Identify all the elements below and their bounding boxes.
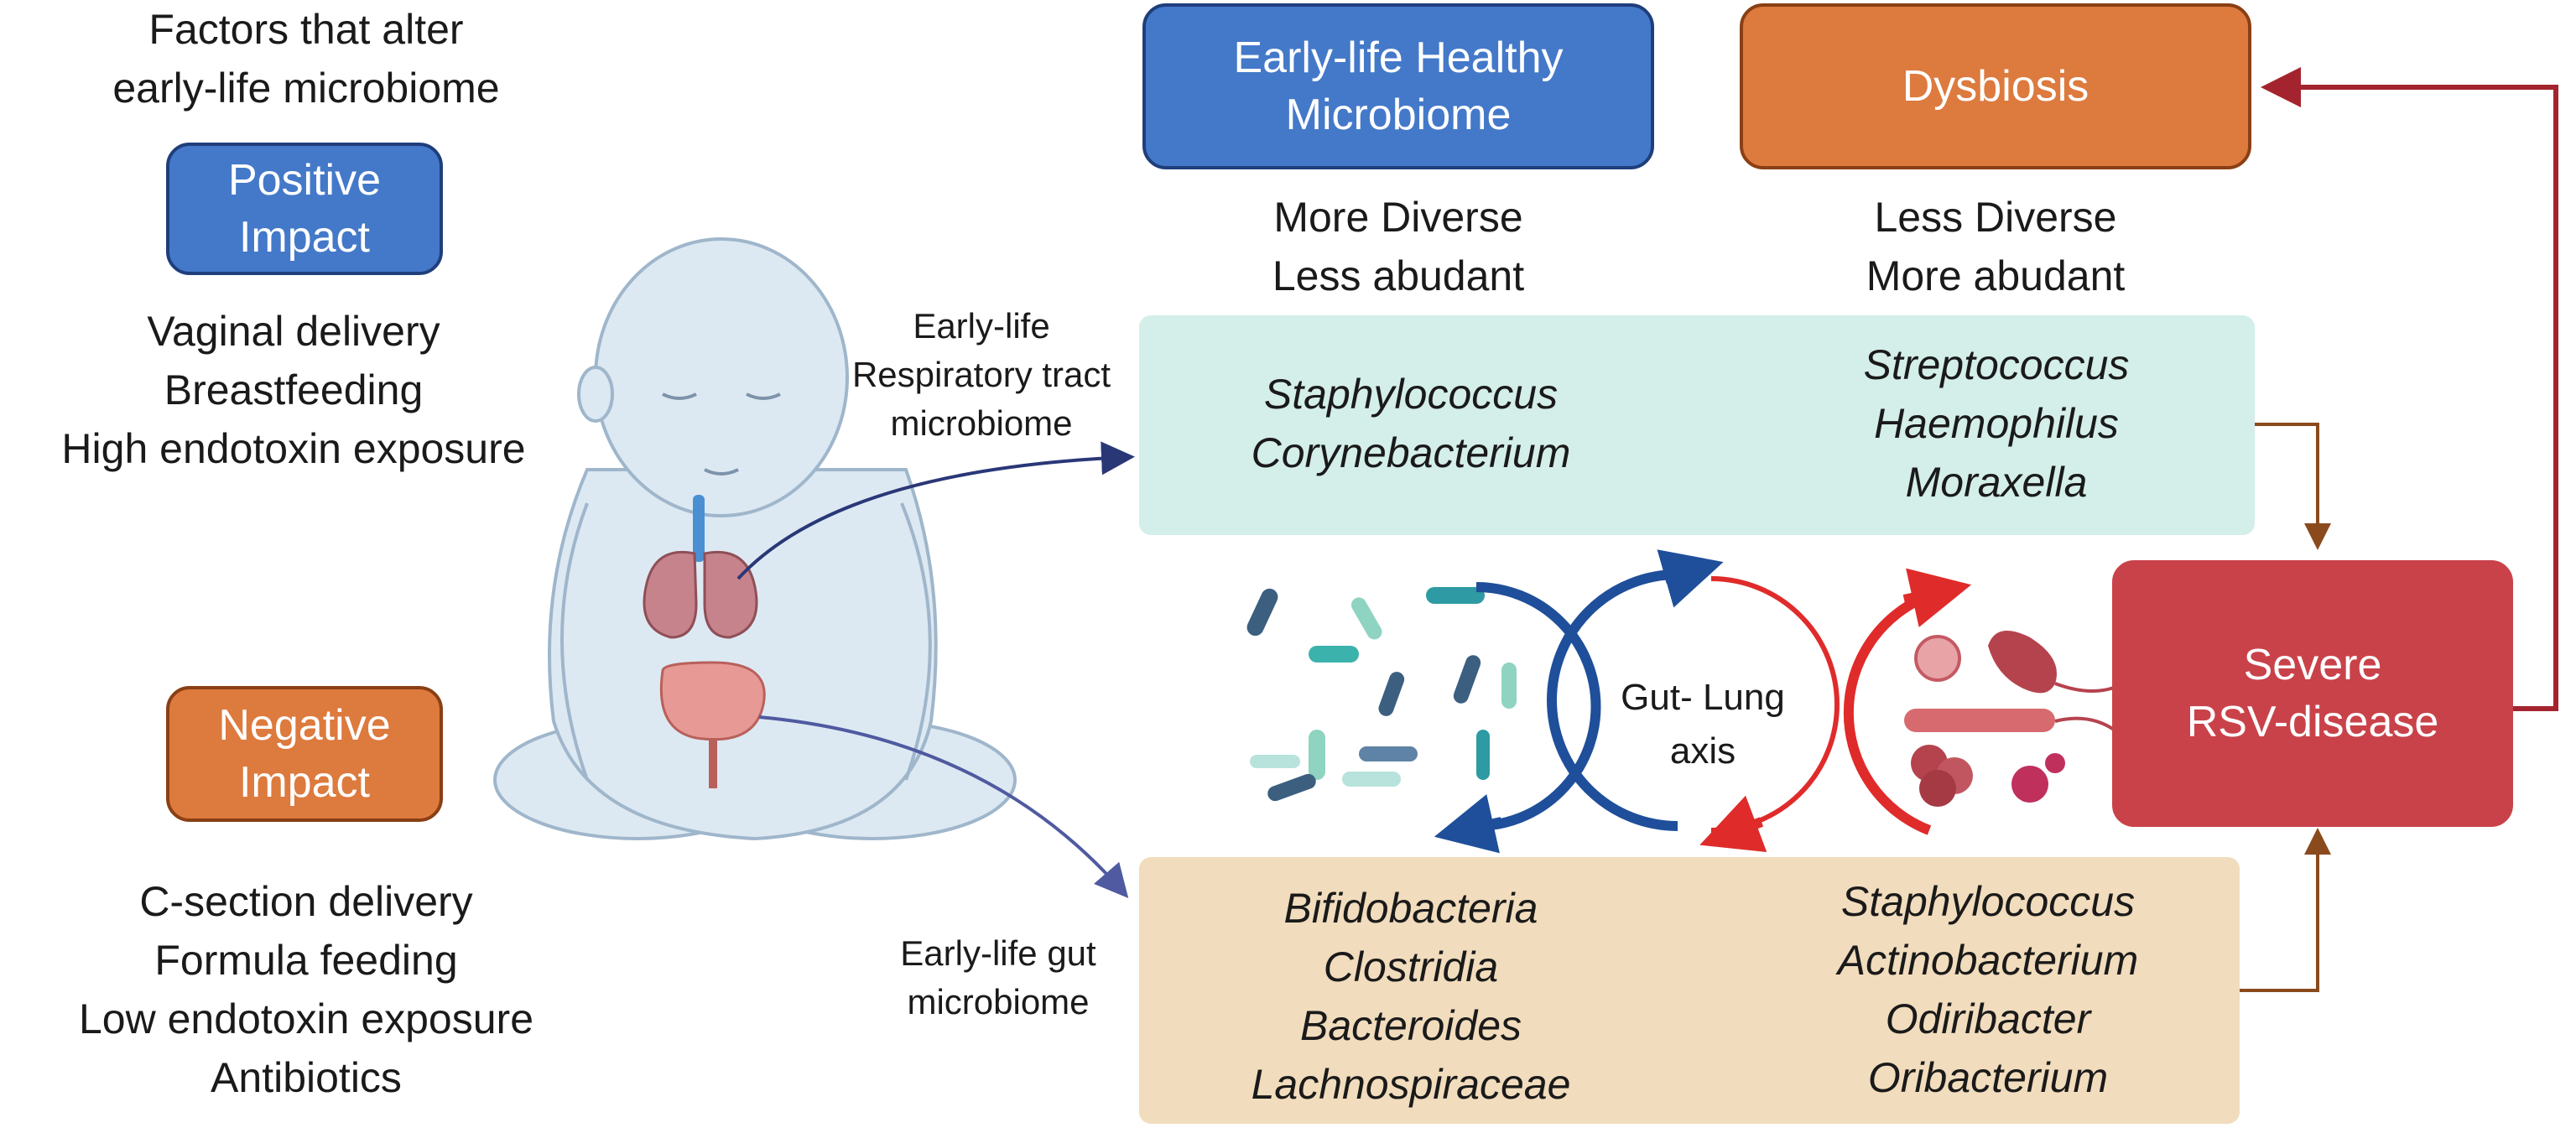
positive-impact-label: Positive: [227, 156, 382, 205]
healthy-title-line: Early-life Healthy: [1233, 34, 1564, 82]
negative-factor-item: C-section delivery: [139, 878, 473, 925]
dysbiosis-gut-taxa: Staphylococcus Actinobacterium Odiribact…: [1720, 872, 2256, 1107]
taxon-name: Odiribacter: [1885, 995, 2091, 1042]
outcome-line: Severe: [2243, 641, 2382, 689]
healthy-gut-taxa: Bifidobacteria Clostridia Bacteroides La…: [1142, 879, 1679, 1114]
gut-lung-axis-label: Gut- Lung axis: [1577, 671, 1829, 778]
intestine-icon: [659, 661, 766, 741]
virion-icon: [2011, 766, 2048, 803]
baby-right-arm: [900, 502, 932, 781]
dysbiosis-desc-line: More abudant: [1866, 252, 2126, 299]
positive-impact-label: Impact: [238, 213, 371, 262]
gut-to-rsv-connector: [2236, 828, 2331, 992]
gut-label-line: Early-life gut: [900, 933, 1096, 973]
baby-eye: [746, 392, 781, 400]
factors-heading-line: early-life microbiome: [112, 65, 500, 112]
rod-bacterium-icon: [1904, 709, 2055, 732]
negative-impact-label: Negative: [218, 701, 391, 750]
healthy-title-line: Microbiome: [1285, 91, 1512, 139]
healthy-desc-line: More Diverse: [1273, 194, 1523, 241]
severe-rsv-box: Severe RSV-disease: [2112, 560, 2513, 827]
respiratory-label-line: Respiratory tract: [851, 355, 1111, 394]
cycle-arrow-right-blue: [1475, 582, 1601, 831]
negative-factor-list: C-section delivery Formula feeding Low e…: [0, 872, 612, 1107]
taxon-name: Haemophilus: [1874, 400, 2119, 447]
baby-mouth: [704, 468, 739, 476]
lung-left-icon: [643, 550, 698, 639]
axis-label-line: axis: [1669, 730, 1736, 772]
taxon-name: Bifidobacteria: [1283, 885, 1538, 932]
taxon-name: Lachnospiraceae: [1251, 1061, 1571, 1108]
taxon-name: Streptococcus: [1863, 341, 2130, 388]
positive-factor-item: Vaginal delivery: [147, 308, 440, 355]
baby-illustration: [493, 237, 1017, 841]
dysbiosis-desc-line: Less Diverse: [1874, 194, 2117, 241]
bacillus-icon: [1988, 631, 2057, 694]
positive-factor-list: Vaginal delivery Breastfeeding High endo…: [0, 302, 587, 478]
cycle-arrow-left-blue: [1547, 569, 1678, 831]
negative-factor-item: Low endotoxin exposure: [78, 995, 534, 1042]
healthy-description: More Diverse Less abudant: [1142, 188, 1654, 305]
respiratory-microbiome-label: Early-life Respiratory tract microbiome: [797, 302, 1166, 448]
healthy-bacteria-cluster: [1246, 587, 1517, 802]
respiratory-label-line: Early-life: [913, 306, 1050, 346]
virus-icon: [1914, 635, 1961, 682]
resp-to-rsv-connector: [2251, 423, 2331, 550]
dysbiosis-respiratory-taxa: Streptococcus Haemophilus Moraxella: [1728, 335, 2265, 512]
factors-heading-line: Factors that alter: [148, 6, 464, 53]
taxon-name: Actinobacterium: [1837, 937, 2139, 984]
respiratory-taxa-panel: [1139, 315, 2255, 535]
taxon-name: Clostridia: [1323, 943, 1499, 990]
negative-factor-item: Antibiotics: [211, 1054, 402, 1101]
gut-pointer-arrow: [758, 715, 1129, 899]
pathogen-cluster: [1904, 631, 2157, 807]
dysbiosis-description: Less Diverse More abudant: [1740, 188, 2251, 305]
taxon-name: Staphylococcus: [1263, 371, 1559, 418]
taxon-name: Moraxella: [1905, 459, 2088, 506]
negative-impact-box: Negative Impact: [166, 686, 443, 822]
cycle-arrow-right-red: [1710, 576, 1840, 833]
trachea-icon: [693, 495, 705, 562]
healthy-desc-line: Less abudant: [1272, 252, 1525, 299]
taxon-name: Corynebacterium: [1251, 429, 1571, 476]
outcome-line: RSV-disease: [2186, 698, 2439, 746]
taxon-name: Oribacterium: [1867, 1054, 2109, 1101]
baby-ear: [577, 366, 614, 423]
taxon-name: Staphylococcus: [1840, 878, 2136, 925]
dysbiosis-title: Dysbiosis: [1902, 62, 2089, 111]
factors-heading: Factors that alter early-life microbiome: [17, 0, 596, 117]
negative-factor-item: Formula feeding: [154, 937, 458, 984]
baby-eye: [662, 392, 697, 400]
positive-impact-box: Positive Impact: [166, 143, 443, 275]
gut-microbiome-label: Early-life gut microbiome: [856, 929, 1141, 1026]
axis-label-line: Gut- Lung: [1621, 677, 1785, 718]
respiratory-label-line: microbiome: [890, 403, 1073, 443]
negative-impact-label: Impact: [238, 758, 371, 807]
cycle-arrow-left-red: [1843, 590, 1932, 835]
gut-label-line: microbiome: [907, 982, 1090, 1021]
positive-factor-item: Breastfeeding: [164, 366, 424, 413]
respiratory-pointer-arrow: [736, 441, 1135, 580]
gut-taxa-panel: [1139, 857, 2240, 1124]
healthy-microbiome-box: Early-life Healthy Microbiome: [1142, 3, 1654, 169]
baby-torso: [548, 468, 938, 841]
rsv-to-dysbiosis-connector: [2261, 67, 2558, 711]
taxon-name: Bacteroides: [1299, 1002, 1522, 1049]
dysbiosis-box: Dysbiosis: [1740, 3, 2251, 169]
baby-left-arm: [560, 502, 589, 781]
positive-factor-item: High endotoxin exposure: [61, 425, 526, 472]
healthy-respiratory-taxa: Staphylococcus Corynebacterium: [1142, 365, 1679, 482]
